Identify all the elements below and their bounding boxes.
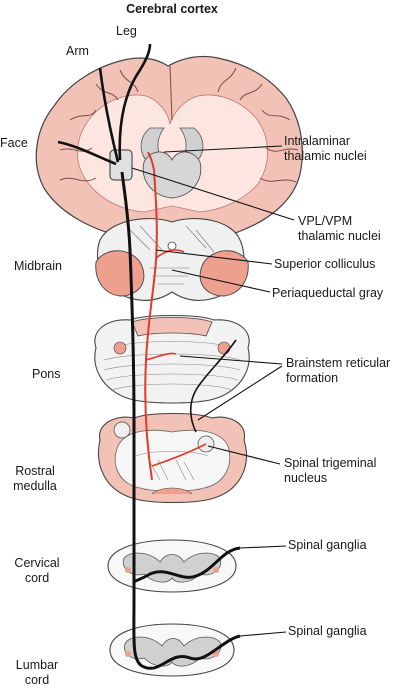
leader-ganglia-lumbar (239, 631, 287, 637)
pons-fibers (103, 341, 241, 391)
trigeminal-input (189, 339, 237, 433)
label-trigeminal-line1: Spinal trigeminal (284, 456, 377, 470)
red-collateral-pons (145, 352, 177, 361)
label-trigeminal-line2: nucleus (284, 471, 328, 485)
title-cerebral-cortex: Cerebral cortex (126, 2, 218, 16)
spinoreticular-tract (144, 151, 158, 481)
lumbar-tract-left (125, 651, 131, 657)
pyramids (151, 487, 193, 495)
label-cervical-line2: cord (24, 571, 50, 585)
leader-intralaminar (163, 145, 283, 153)
label-spinal-trigeminal: Spinal trigeminal nucleus (284, 456, 376, 486)
cerebral-peduncles (95, 250, 249, 297)
label-cervical-cord: Cervical cord (4, 556, 70, 586)
label-pons: Pons (32, 367, 61, 381)
label-rostral-medulla: Rostral medulla (0, 464, 70, 494)
label-vpl-line1: VPL/VPM (298, 214, 353, 228)
red-collateral-medulla (151, 443, 207, 467)
projection-leg (118, 43, 152, 161)
cervical-tract-left (125, 567, 131, 573)
cervical-tract-right (213, 567, 219, 573)
thalamus (142, 151, 202, 199)
leader-superior-colliculus (155, 249, 273, 265)
spinothalamic-tract (120, 171, 241, 670)
label-spinal-ganglia-lumbar: Spinal ganglia (288, 624, 367, 638)
label-superior-colliculus: Superior colliculus (274, 257, 376, 271)
lumbar-tract-right (213, 651, 219, 657)
cervical-input-fiber (132, 546, 241, 584)
label-lumbar-line1: Lumbar (15, 658, 59, 672)
label-lumbar-line2: cord (24, 673, 50, 687)
red-collateral-midbrain (155, 249, 185, 259)
label-intralaminar-line1: Intralaminar (284, 134, 350, 148)
white-matter (77, 94, 268, 213)
cerebral-cortex-section (35, 55, 303, 240)
leader-vpl-vpm (131, 167, 295, 221)
label-spinal-ganglia-cervical: Spinal ganglia (288, 538, 367, 552)
label-rostral-line1: Rostral (15, 464, 55, 478)
label-intralaminar-line2: thalamic nuclei (284, 149, 367, 163)
label-leg: Leg (116, 24, 137, 38)
label-periaqueductal-gray: Periaqueductal gray (272, 286, 384, 300)
label-midbrain: Midbrain (14, 259, 62, 273)
label-vpl-line2: thalamic nuclei (298, 229, 381, 243)
projection-face (57, 140, 117, 166)
label-arm: Arm (66, 44, 89, 58)
cerebral-aqueduct (167, 241, 177, 251)
midbrain-section (95, 218, 249, 301)
vpl-vpm-nucleus (109, 149, 133, 181)
cervical-cord-section (107, 539, 237, 593)
midbrain-hatching (129, 225, 215, 285)
leader-ganglia-cervical (239, 545, 287, 549)
label-reticular-line2: formation (286, 371, 339, 385)
label-face: Face (0, 136, 28, 150)
label-cervical-line1: Cervical (14, 556, 60, 570)
leader-reticular-2 (197, 365, 283, 421)
leader-periaqueductal (171, 269, 271, 293)
pons-nucleus-left (113, 341, 127, 355)
sulci-lines (59, 65, 299, 183)
label-lumbar-cord: Lumbar cord (4, 658, 70, 688)
pons-nucleus-right (217, 341, 231, 355)
projection-arm (98, 67, 120, 163)
label-vpl-vpm: VPL/VPM thalamic nuclei (298, 214, 381, 244)
leader-lines (131, 145, 295, 637)
medulla-hatching (135, 451, 209, 481)
trigeminal-nucleus-left (113, 421, 131, 439)
label-intralaminar: Intralaminar thalamic nuclei (284, 134, 367, 164)
label-brainstem-reticular: Brainstem reticular formation (286, 356, 390, 386)
leader-trigeminal (207, 445, 281, 465)
label-rostral-line2: medulla (13, 479, 57, 493)
pons-tegmentum (131, 317, 213, 337)
leader-reticular-1 (179, 355, 283, 365)
label-reticular-line1: Brainstem reticular (286, 356, 391, 370)
